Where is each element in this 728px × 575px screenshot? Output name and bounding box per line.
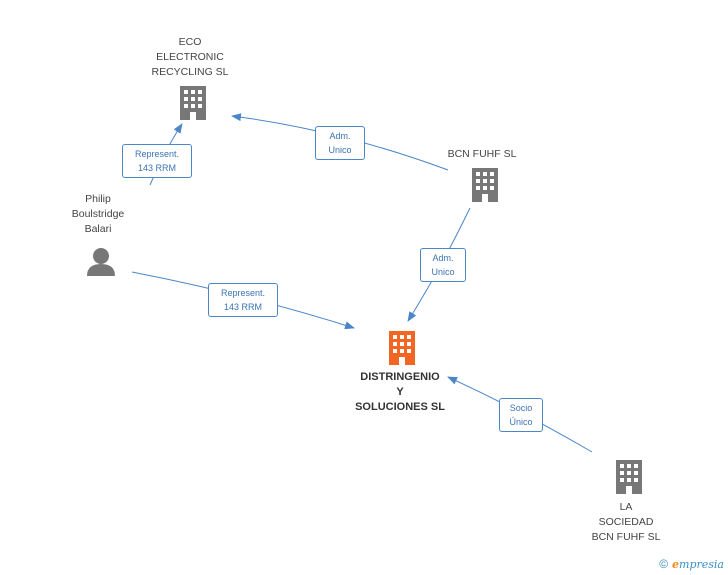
building-icon-lasociedad[interactable] <box>616 460 642 494</box>
edge-label-lasociedad-distringenio: Socio Único <box>499 398 543 432</box>
person-icon-philip[interactable] <box>87 248 115 276</box>
edge-label-bcn-distringenio: Adm. Unico <box>420 248 466 282</box>
footer-brand: © empresia <box>659 557 724 571</box>
node-label-philip[interactable]: Philip Boulstridge Balari <box>71 193 125 235</box>
node-label-bcn[interactable]: BCN FUHF SL <box>447 148 517 160</box>
building-icon-distringenio[interactable] <box>389 331 415 365</box>
copyright-symbol: © <box>659 557 669 571</box>
edge-label-bcn-eco: Adm. Unico <box>315 126 365 160</box>
node-label-distringenio[interactable]: DISTRINGENIO Y SOLUCIONES SL <box>355 371 445 413</box>
node-label-eco[interactable]: ECO ELECTRONIC RECYCLING SL <box>151 36 229 78</box>
empresia-logo: empresia <box>672 557 724 571</box>
building-icon-eco[interactable] <box>180 86 206 120</box>
edge-label-philip-distringenio: Represent. 143 RRM <box>208 283 278 317</box>
node-label-lasociedad[interactable]: LA SOCIEDAD BCN FUHF SL <box>591 501 661 543</box>
edge-label-philip-eco: Represent. 143 RRM <box>122 144 192 178</box>
building-icon-bcn[interactable] <box>472 168 498 202</box>
